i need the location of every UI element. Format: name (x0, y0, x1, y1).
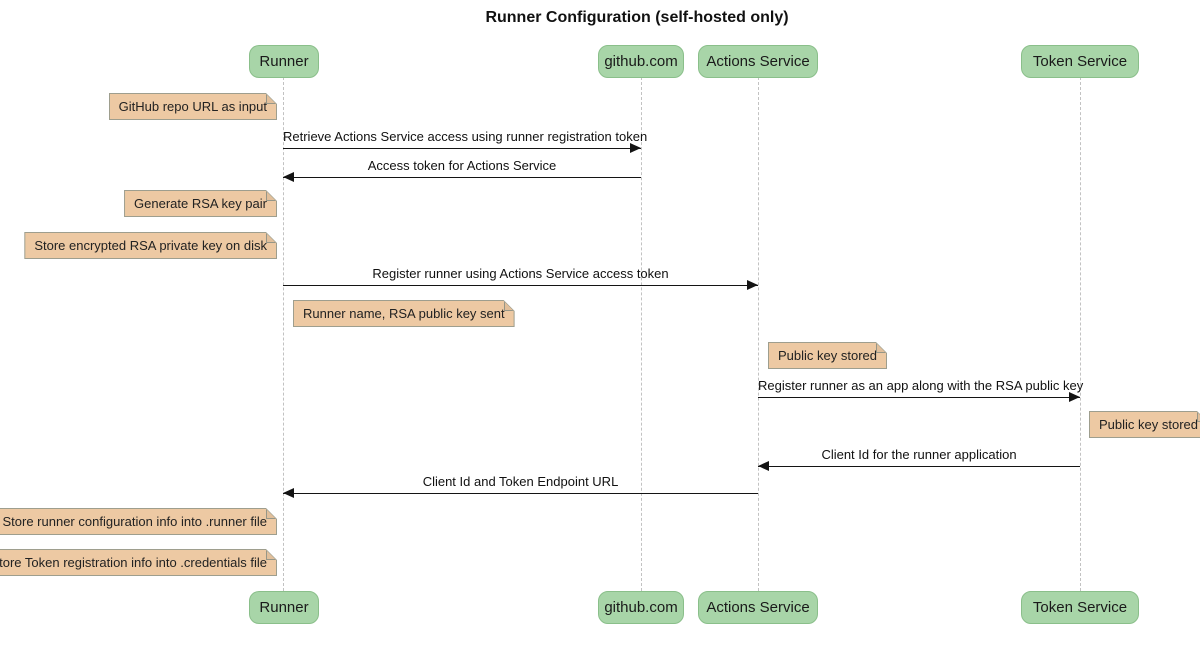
message-3-arrowhead (1069, 392, 1080, 402)
lifeline-github (641, 77, 642, 591)
message-0-label: Retrieve Actions Service access using ru… (283, 129, 648, 144)
note-store-runner-file: Store runner configuration info into .ru… (0, 508, 277, 535)
note-public-key-stored-actions: Public key stored (768, 342, 887, 369)
message-1-arrowhead (283, 172, 294, 182)
lifeline-token-service (1080, 77, 1081, 591)
message-5-arrowhead (283, 488, 294, 498)
message-1-label: Access token for Actions Service (367, 158, 557, 173)
message-5-label: Client Id and Token Endpoint URL (422, 474, 619, 489)
lifeline-actions-service (758, 77, 759, 591)
message-4-arrowhead (758, 461, 769, 471)
participant-actions-service-bottom: Actions Service (698, 591, 818, 624)
note-text: Runner name, RSA public key sent (294, 301, 514, 326)
note-text: Public key stored (769, 343, 886, 368)
message-5-line (283, 493, 758, 494)
note-store-credentials-file: Store Token registration info into .cred… (0, 549, 277, 576)
note-generate-rsa-key-pair: Generate RSA key pair (124, 190, 277, 217)
note-text: Store encrypted RSA private key on disk (25, 233, 276, 258)
message-1-line (283, 177, 641, 178)
participant-token-service-top: Token Service (1021, 45, 1139, 78)
message-2-line (283, 285, 758, 286)
message-4-line (758, 466, 1080, 467)
participant-github-top: github.com (598, 45, 684, 78)
note-text: GitHub repo URL as input (110, 94, 276, 119)
note-runner-name-public-key: Runner name, RSA public key sent (293, 300, 515, 327)
participant-github-bottom: github.com (598, 591, 684, 624)
note-public-key-stored-token: Public key stored (1089, 411, 1200, 438)
note-github-repo-url: GitHub repo URL as input (109, 93, 277, 120)
message-0-line (283, 148, 641, 149)
message-0-arrowhead (630, 143, 641, 153)
message-3-line (758, 397, 1080, 398)
message-2-label: Register runner using Actions Service ac… (372, 266, 669, 281)
note-text: Store runner configuration info into .ru… (0, 509, 276, 534)
note-text: Generate RSA key pair (125, 191, 276, 216)
participant-runner-bottom: Runner (249, 591, 319, 624)
message-2-arrowhead (747, 280, 758, 290)
lifeline-runner (283, 77, 284, 591)
note-text: Public key stored (1090, 412, 1200, 437)
note-store-private-key: Store encrypted RSA private key on disk (24, 232, 277, 259)
diagram-title: Runner Configuration (self-hosted only) (485, 9, 789, 26)
participant-runner-top: Runner (249, 45, 319, 78)
message-3-label: Register runner as an app along with the… (758, 378, 1084, 393)
message-4-label: Client Id for the runner application (821, 447, 1017, 462)
participant-actions-service-top: Actions Service (698, 45, 818, 78)
participant-token-service-bottom: Token Service (1021, 591, 1139, 624)
note-text: Store Token registration info into .cred… (0, 550, 276, 575)
